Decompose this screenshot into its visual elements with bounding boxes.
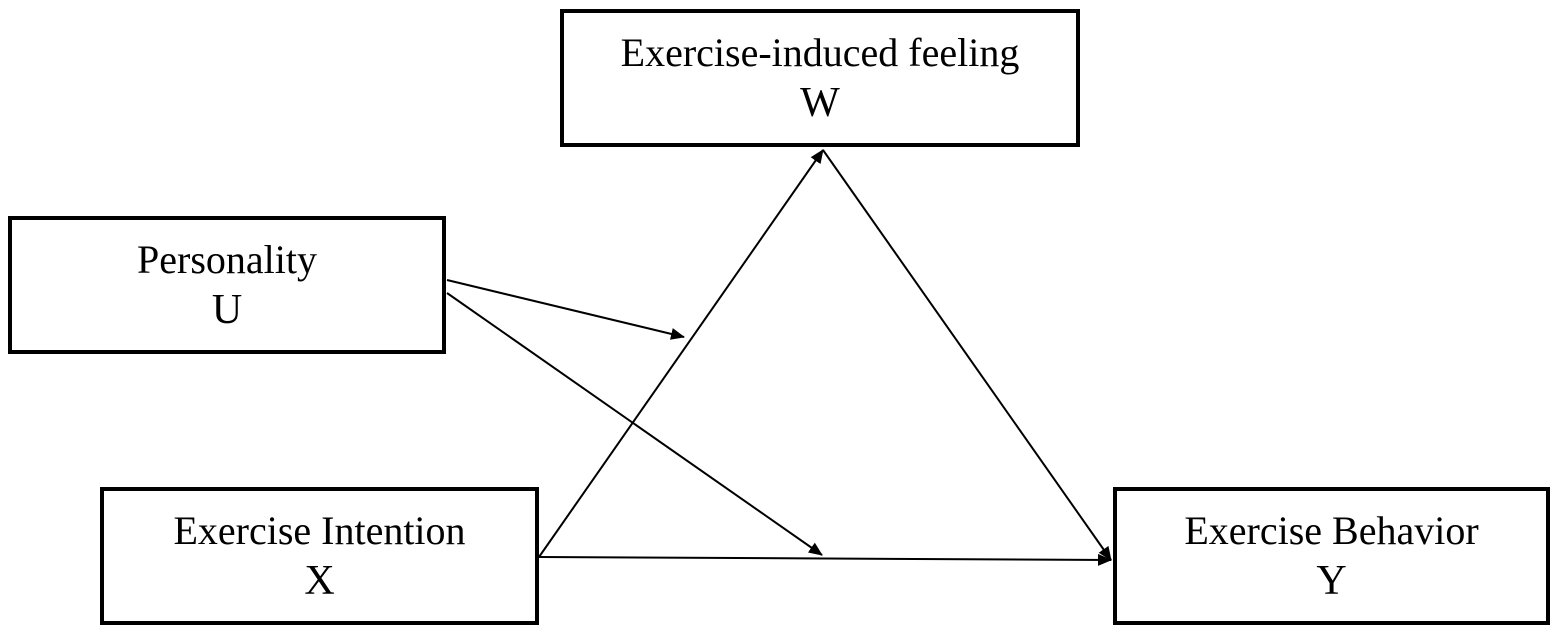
arrow-x-to-y	[538, 553, 1112, 566]
node-u-label: Personality	[137, 237, 317, 282]
arrow-u-moderates-x-w	[446, 279, 685, 340]
node-y-label: Exercise Behavior	[1184, 508, 1479, 553]
arrow-u-moderates-x-y	[446, 292, 823, 556]
node-w-label: Exercise-induced feeling	[620, 30, 1020, 75]
node-u-symbol: U	[211, 287, 243, 333]
node-personality: Personality U	[8, 216, 446, 354]
arrow-w-to-y	[822, 149, 1112, 561]
node-exercise-induced-feeling: Exercise-induced feeling W	[560, 9, 1080, 147]
node-x-symbol: X	[304, 558, 335, 604]
node-exercise-behavior: Exercise Behavior Y	[1113, 487, 1550, 625]
node-exercise-intention: Exercise Intention X	[100, 487, 539, 625]
node-y-symbol: Y	[1316, 558, 1347, 604]
node-w-symbol: W	[800, 80, 840, 126]
node-x-label: Exercise Intention	[173, 508, 466, 553]
arrow-x-to-w	[538, 149, 824, 558]
